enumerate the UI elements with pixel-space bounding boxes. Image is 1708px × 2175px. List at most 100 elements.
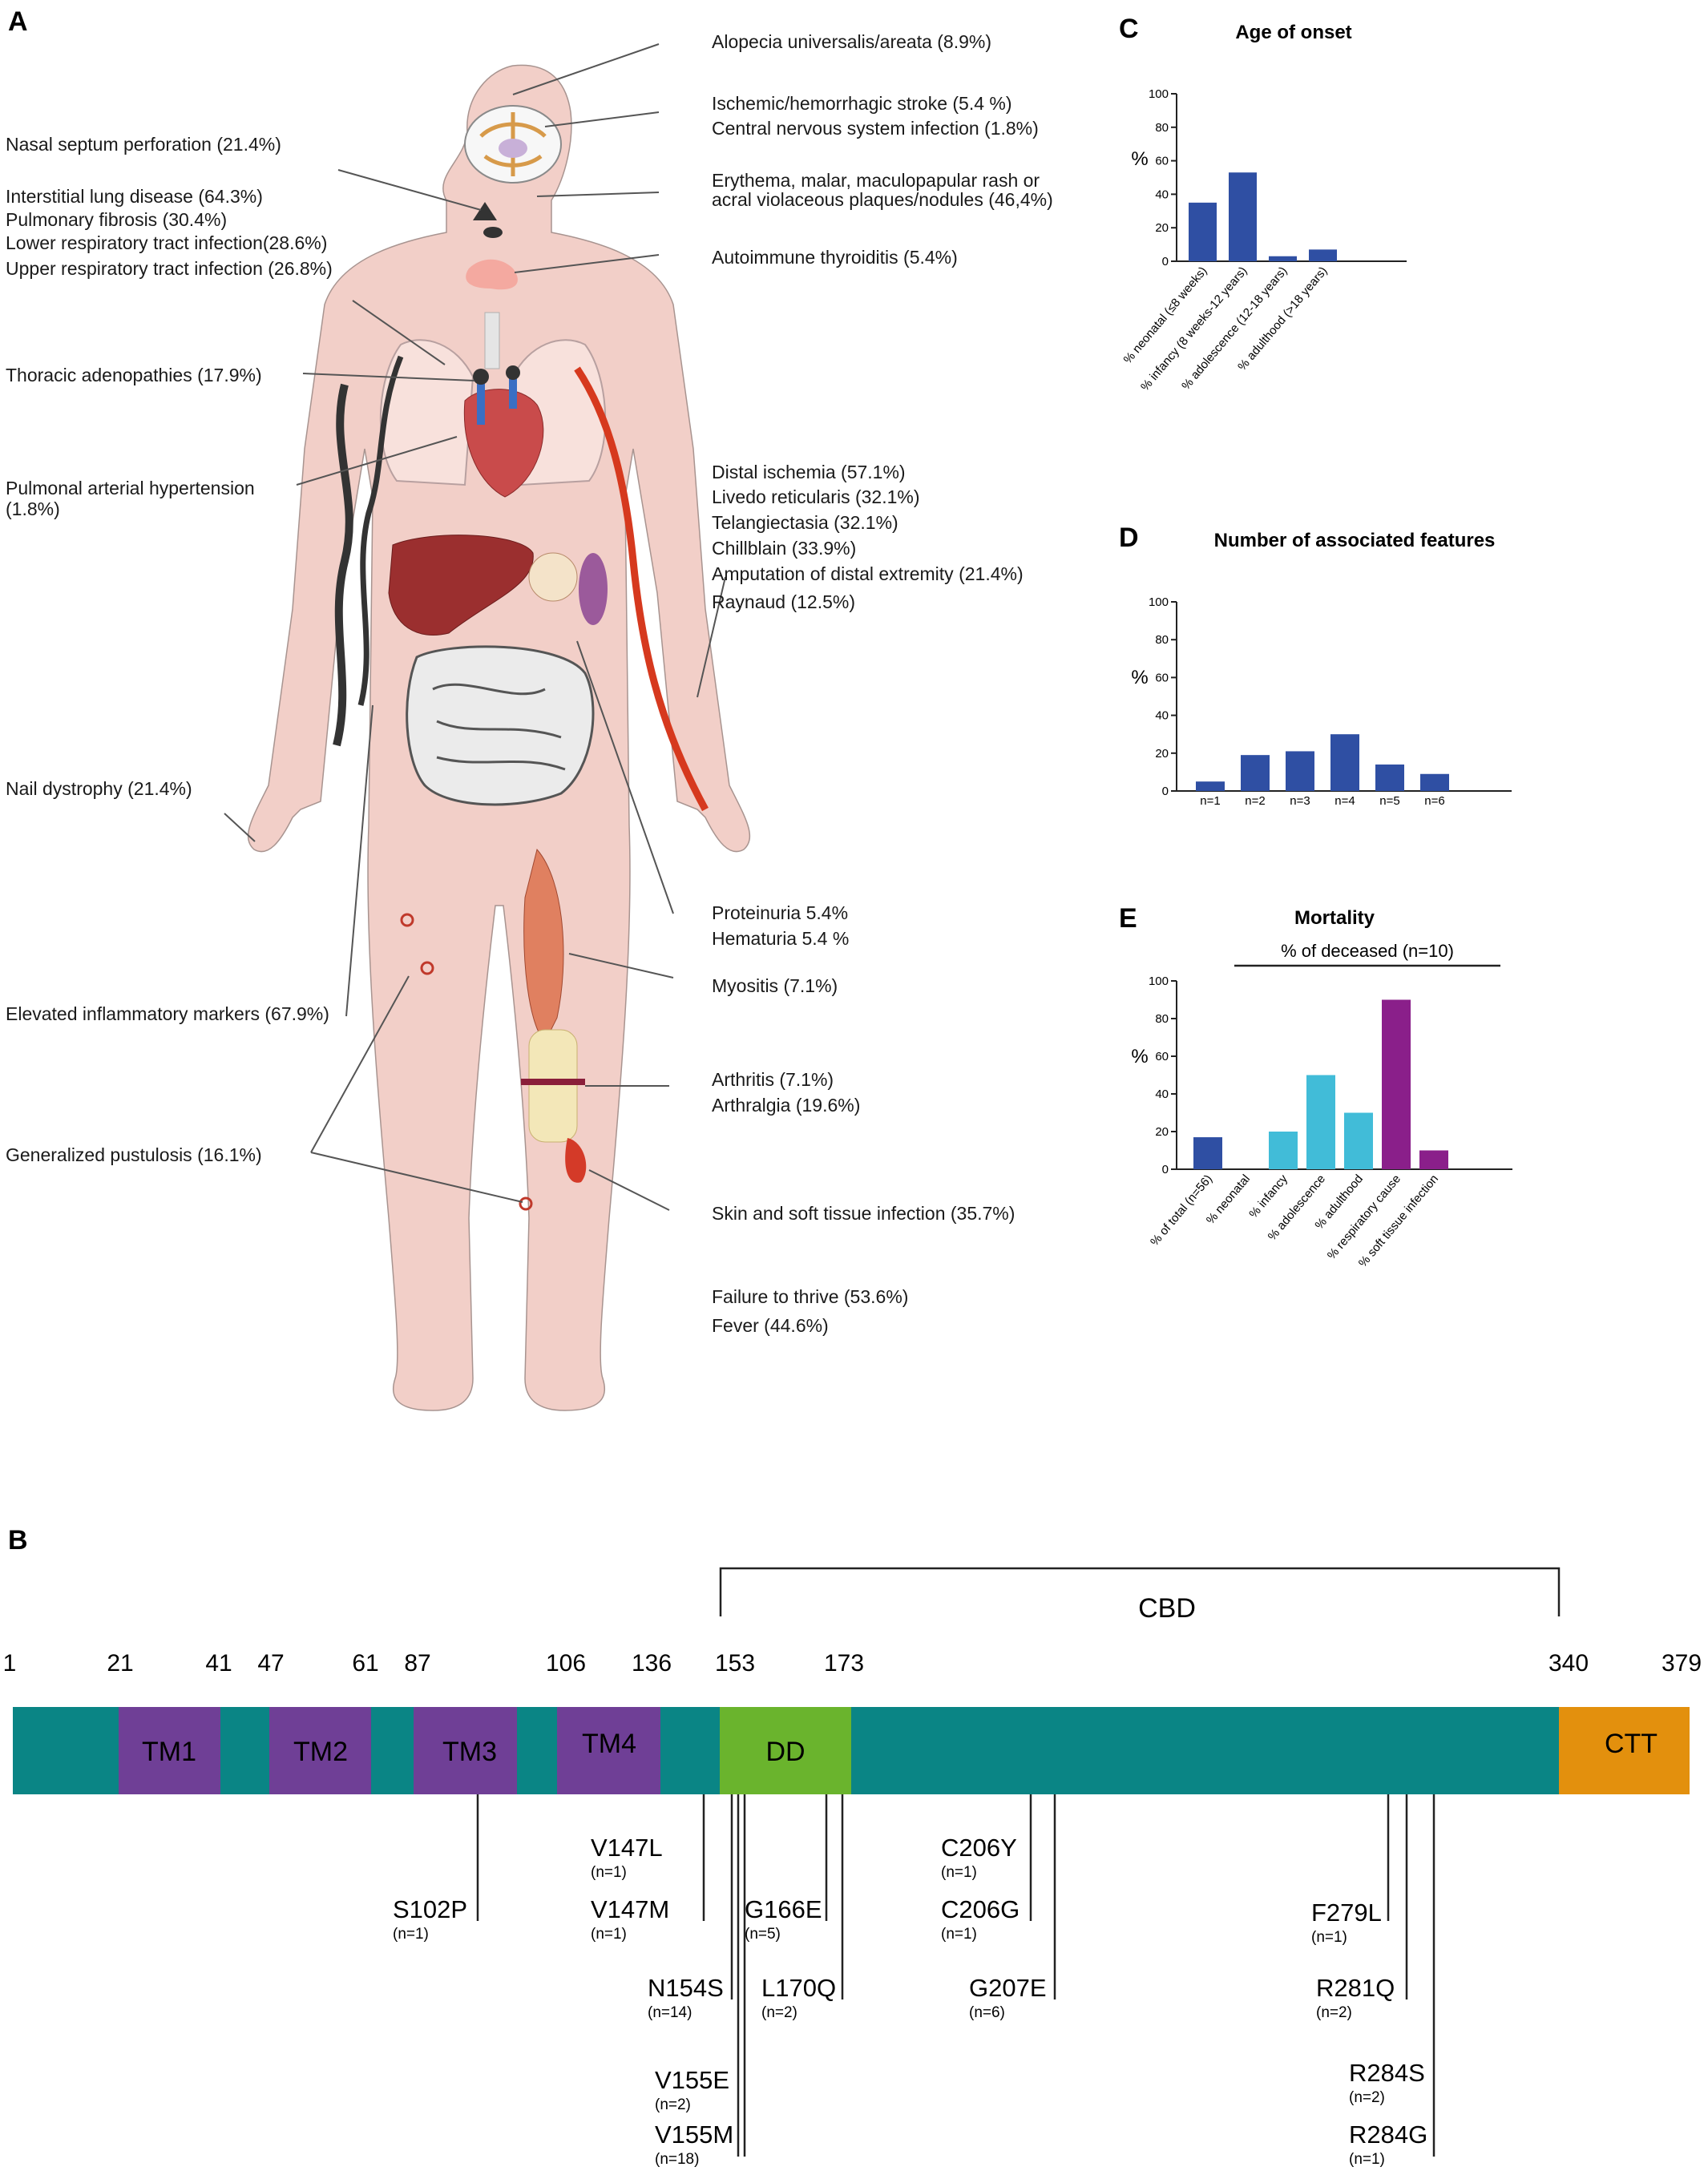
annotation-arthritis: Arthritis (7.1%) Arthralgia (19.6%) (712, 1069, 860, 1116)
chart-mortality: Mortality% of deceased (n=10)%0204060801… (1131, 907, 1512, 1270)
chart-associated-features: Number of associated features%0204060801… (1131, 530, 1512, 808)
mutation-g207e-count: (n=6) (969, 2004, 1005, 2021)
position-label: 1 (3, 1650, 17, 1677)
domain-tm1 (119, 1707, 220, 1794)
mutation-r284s-count: (n=2) (1349, 2089, 1385, 2106)
annotation-inflammatory-markers: Elevated inflammatory markers (67.9%) (6, 1003, 329, 1024)
panel-letter-e: E (1119, 903, 1137, 934)
panel-letter-c: C (1119, 14, 1139, 44)
mutation-n154s: N154S (648, 1974, 724, 2002)
bar (1229, 172, 1257, 261)
y-tick-label: 40 (1155, 1088, 1169, 1101)
panel-letter-a: A (8, 6, 28, 37)
position-label: 106 (546, 1650, 586, 1677)
annotation-alopecia: Alopecia universalis/areata (8.9%) (712, 31, 991, 52)
bar (1309, 249, 1337, 261)
y-tick-label: 100 (1149, 595, 1169, 609)
category-label: n=3 (1290, 794, 1310, 808)
mutation-v147l-count: (n=1) (591, 1864, 627, 1881)
chart-title: Mortality (1294, 907, 1375, 929)
bar (1344, 1112, 1373, 1169)
chart-title: Age of onset (1235, 22, 1351, 43)
domain-tm2 (269, 1707, 371, 1794)
domain-tm3-label: TM3 (442, 1737, 497, 1767)
y-tick-label: 20 (1155, 221, 1169, 235)
mutation-v147m: V147M (591, 1895, 669, 1923)
annotation-renal: Proteinuria 5.4% Hematuria 5.4 % (712, 902, 853, 949)
bar (1375, 764, 1404, 791)
bar (1269, 256, 1297, 261)
position-label: 379 (1662, 1650, 1702, 1677)
category-label: n=4 (1335, 794, 1355, 808)
mutation-f279l-count: (n=1) (1311, 1929, 1347, 1946)
annotation-stroke-cns: Ischemic/hemorrhagic stroke (5.4 %) Cent… (712, 93, 1039, 139)
annotation-nasal-septum: Nasal septum perforation (21.4%) (6, 134, 281, 155)
y-tick-label: 60 (1155, 1050, 1169, 1063)
annotation-thyroiditis: Autoimmune thyroiditis (5.4%) (712, 247, 958, 268)
domain-dd-label: DD (765, 1737, 805, 1767)
cbd-label: CBD (1138, 1593, 1196, 1624)
y-tick-label: 40 (1155, 188, 1169, 201)
mutation-v147l: V147L (591, 1834, 663, 1862)
position-label: 136 (632, 1650, 672, 1677)
y-tick-label: 0 (1162, 255, 1169, 268)
position-label: 87 (404, 1650, 430, 1677)
chart-subtitle: % of deceased (n=10) (1281, 941, 1454, 961)
annotation-pulmonal-hypertension: Pulmonal arterial hypertension (1.8%) (6, 478, 260, 519)
y-tick-label: 20 (1155, 1125, 1169, 1139)
bar (1419, 1150, 1448, 1169)
y-axis-label: % (1131, 148, 1148, 170)
mutation-n154s-count: (n=14) (648, 2004, 692, 2021)
domain-tm4 (557, 1707, 660, 1794)
category-label: n=2 (1245, 794, 1265, 808)
panel-letter-b: B (8, 1525, 28, 1556)
category-label: % of total (n=56) (1148, 1172, 1215, 1249)
bar (1420, 773, 1449, 791)
mutation-g166e: G166E (745, 1895, 822, 1923)
mutation-labels: S102P (n=1) V147L (n=1) V147M (n=1) N154… (393, 1834, 1427, 2168)
y-tick-label: 40 (1155, 709, 1169, 723)
position-label: 340 (1549, 1650, 1589, 1677)
bar (1196, 781, 1225, 791)
mutation-f279l: F279L (1311, 1899, 1382, 1927)
domain-ctt-label: CTT (1605, 1729, 1658, 1759)
cbd-bracket: CBD (719, 1567, 1561, 1624)
mutation-g166e-count: (n=5) (745, 1926, 781, 1943)
mutation-c206g: C206G (941, 1895, 1020, 1923)
chart-title: Number of associated features (1214, 530, 1496, 551)
domain-ctt (1559, 1707, 1690, 1794)
annotation-myositis: Myositis (7.1%) (712, 975, 838, 996)
bar (1286, 751, 1314, 791)
mutation-r284g: R284G (1349, 2121, 1427, 2149)
domain-tm3 (414, 1707, 517, 1794)
panel-letter-d: D (1119, 523, 1139, 553)
body-illustration (247, 64, 751, 1411)
y-tick-label: 100 (1149, 87, 1169, 101)
annotation-lung-disease: Interstitial lung disease (64.3%) Pulmon… (6, 186, 333, 279)
mutation-c206y: C206Y (941, 1834, 1017, 1862)
bar (1306, 1075, 1335, 1169)
mutation-v155e-count: (n=2) (655, 2096, 691, 2113)
y-tick-label: 60 (1155, 155, 1169, 168)
bar (1330, 734, 1359, 791)
bar (1382, 999, 1411, 1169)
position-labels: 1 21 41 47 61 87 106 136 153 173 340 379 (3, 1650, 1702, 1677)
annotation-rash: Erythema, malar, maculopapular rash or a… (712, 170, 1053, 210)
mutation-c206g-count: (n=1) (941, 1926, 977, 1943)
mutation-r284g-count: (n=1) (1349, 2151, 1385, 2168)
y-tick-label: 80 (1155, 121, 1169, 135)
mutation-v155e: V155E (655, 2066, 729, 2094)
mutation-r281q: R281Q (1316, 1974, 1395, 2002)
bar (1189, 202, 1217, 261)
annotation-skin-infection: Skin and soft tissue infection (35.7%) (712, 1203, 1015, 1224)
mutation-lines (476, 1794, 1435, 2157)
category-label: n=1 (1200, 794, 1220, 808)
y-tick-label: 20 (1155, 747, 1169, 761)
leader-lines (224, 43, 726, 1211)
position-label: 61 (352, 1650, 378, 1677)
domain-tm1-label: TM1 (142, 1737, 196, 1767)
mutation-c206y-count: (n=1) (941, 1864, 977, 1881)
position-label: 153 (715, 1650, 755, 1677)
